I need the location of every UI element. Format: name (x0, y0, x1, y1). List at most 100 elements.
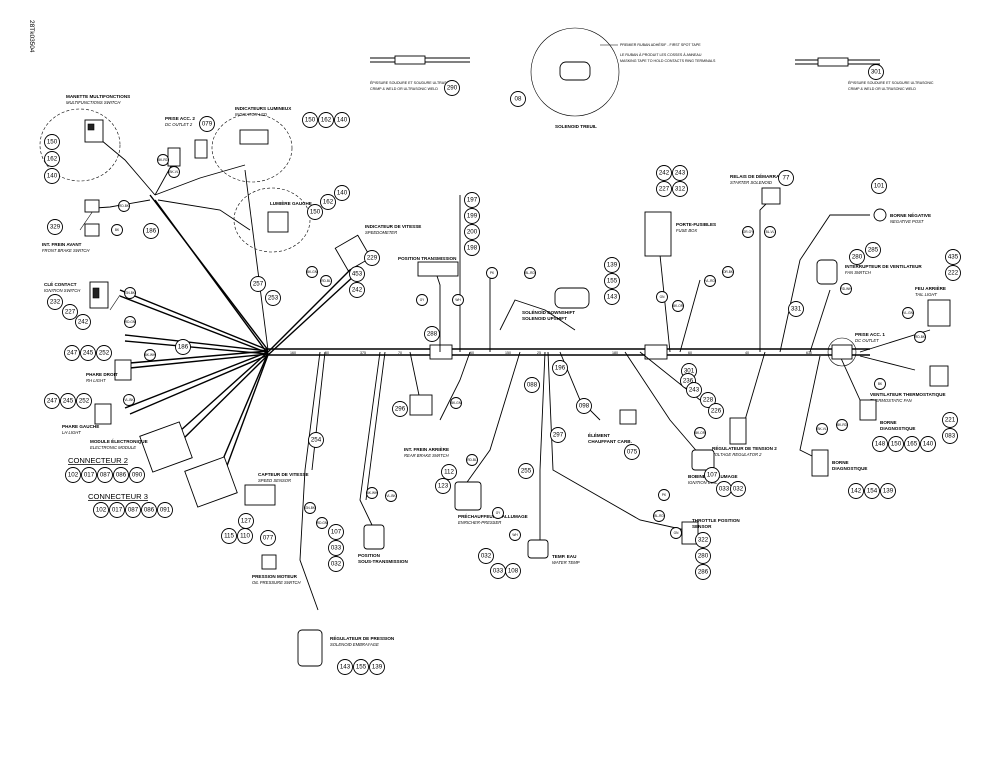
prechauf-label-en: ENRICHER-PRESSER (458, 520, 501, 525)
sub-transmission-position: POSITION SOUS-TRANSMISSION (358, 524, 408, 564)
splice-301 (644, 344, 668, 360)
drops (299, 195, 931, 611)
pos-sous-label-2: SOUS-TRANSMISSION (358, 559, 408, 564)
callout-sol_down-1: 155 (604, 273, 620, 289)
svg-text:079: 079 (202, 121, 213, 128)
callout-fuse-0: 242 (656, 165, 672, 181)
callout-diag2-0: 142 (848, 483, 864, 499)
svg-text:107: 107 (707, 472, 718, 479)
callout-lumiere-1: 140 (334, 185, 350, 201)
callout-wires-1: 253 (265, 290, 281, 306)
wire-tag: BL-VL (764, 226, 776, 238)
callout-wires-10: 196 (552, 360, 568, 376)
phare-droit-label: PHARE DROIT (86, 372, 118, 377)
callout-neg-0: 101 (871, 178, 887, 194)
svg-text:RD-BL: RD-BL (467, 458, 477, 462)
callout-preheat-0: 112 (441, 464, 457, 480)
svg-text:155: 155 (607, 278, 618, 285)
callout-phare_g-2: 252 (76, 393, 92, 409)
callout-throttle-0: 322 (695, 532, 711, 548)
svg-text:150: 150 (47, 139, 58, 146)
callout-manette-1: 162 (44, 151, 60, 167)
wire-tag: RD-BL (320, 275, 332, 287)
neg-label-en: NEGATIVE POST (890, 219, 924, 224)
svg-text:101: 101 (874, 183, 885, 190)
svg-text:BK-VL: BK-VL (817, 427, 826, 431)
svg-text:083: 083 (945, 433, 956, 440)
svg-text:115: 115 (224, 533, 234, 540)
callout-indicateurs-1: 162 (318, 112, 334, 128)
wire-tag: BK-VL (168, 166, 180, 178)
vent-label-en: THERMOSTATIC FAN (870, 398, 913, 403)
diag2-label-2: DIAGNOSTIQUE (832, 466, 867, 471)
callout-pos_trans-3: 198 (464, 240, 480, 256)
callout-phare_d-1: 245 (80, 345, 96, 361)
svg-text:254: 254 (311, 437, 322, 444)
svg-text:253: 253 (268, 295, 279, 302)
callout-vent-1: 083 (942, 428, 958, 444)
callout-wires-15: 226 (708, 403, 724, 419)
wire-tag: GY (416, 294, 428, 306)
callout-pos_trans-2: 200 (464, 224, 480, 240)
svg-text:331: 331 (791, 306, 802, 313)
thermostatic-fan: VENTILATEUR THERMOSTATIQUE THERMOSTATIC … (870, 365, 949, 403)
wire-tag: BL-RD (653, 510, 665, 522)
downshift-solenoid: SOLÉNOÏD DOWNSHIFT SOLENOID UPSHIFT (522, 287, 590, 321)
svg-text:08: 08 (515, 96, 522, 103)
electronic-module: MODULE ÉLECTRONIQUE ELECTRONIC MODULE CO… (68, 421, 238, 508)
multifunction-switch: MANETTE MULTIFONCTIONS MULTIFUNCTIONS SW… (39, 94, 130, 182)
callout-reg2-0: 107 (704, 467, 720, 483)
fan-label-en: FAN SWITCH (845, 270, 872, 275)
svg-text:186: 186 (178, 344, 189, 351)
callout-cle-0: 232 (47, 294, 63, 310)
svg-text:WH: WH (512, 533, 518, 537)
callout-sensor-1: 115 (221, 528, 237, 544)
treuil-note-1: PREMIER RUBAN ADHÉSIF - FIRST SPOT TAPE (620, 42, 701, 47)
svg-text:032: 032 (481, 553, 492, 560)
pos-trans-label: POSITION TRANSMISSION (398, 256, 457, 261)
svg-text:VL-BK: VL-BK (386, 494, 396, 498)
svg-text:285: 285 (868, 247, 879, 254)
callout-diag1-3: 140 (920, 436, 936, 452)
splice1-text: ÉPISSURE SOUDURE ET SOUDURE ULTRASONIC (370, 80, 456, 85)
transmission-position: POSITION TRANSMISSION (398, 256, 459, 277)
tail-label: FEU ARRIÈRE (915, 284, 946, 291)
svg-text:242: 242 (78, 319, 89, 326)
callout-conn2-1: 017 (81, 467, 97, 483)
wire-tag: VL-BK (385, 490, 397, 502)
callout-conn3-1: 017 (109, 502, 125, 518)
wire-tag: GY (492, 507, 504, 519)
diagnostic-terminal: BORNE DIAGNOSTIQUE BORNE DIAGNOSTIQUE (811, 399, 915, 477)
svg-text:087: 087 (100, 472, 111, 479)
svg-text:245: 245 (63, 398, 74, 405)
svg-text:017: 017 (112, 507, 123, 514)
svg-text:280: 280 (698, 553, 709, 560)
wire-tag: BK-GN (306, 266, 318, 278)
svg-text:BL-RD: BL-RD (525, 271, 535, 275)
connecteur3-label: CONNECTEUR 3 (88, 492, 148, 501)
callout-wires-9: 088 (524, 377, 540, 393)
svg-text:127: 127 (241, 518, 252, 525)
svg-text:OR-GY: OR-GY (743, 230, 754, 234)
svg-text:RD-GN: RD-GN (125, 320, 136, 324)
callout-cle-1: 227 (62, 304, 78, 320)
callout-conn2-3: 086 (113, 467, 129, 483)
oil-pressure-switch: PRESSION MOTEUR OIL PRESSURE SWITCH (252, 554, 302, 585)
svg-text:280: 280 (852, 254, 863, 261)
tail-label-en: TAIL LIGHT (915, 292, 937, 297)
pression-label-en: OIL PRESSURE SWITCH (252, 580, 302, 585)
lh-headlight: PHARE GAUCHE LH LIGHT (62, 403, 112, 435)
svg-text:033: 033 (719, 486, 730, 493)
svg-text:102: 102 (68, 472, 79, 479)
callout-diag2-2: 139 (880, 483, 896, 499)
fuse-label-en: FUSE BOX (676, 228, 697, 233)
ignition-switch: CLÉ CONTACT IGNITION SWITCH (44, 280, 109, 309)
wire-tag: BK-WH (366, 487, 378, 499)
svg-text:RD-BL: RD-BL (321, 279, 331, 283)
callout-indicateurs-2: 140 (334, 112, 350, 128)
rear-brake-switch: INT. FREIN ARRIÈRE REAR BRAKE SWITCH (404, 394, 450, 458)
callout-speedo-2: 242 (349, 282, 365, 298)
callout-wires-14: 228 (700, 392, 716, 408)
svg-text:033: 033 (331, 545, 342, 552)
